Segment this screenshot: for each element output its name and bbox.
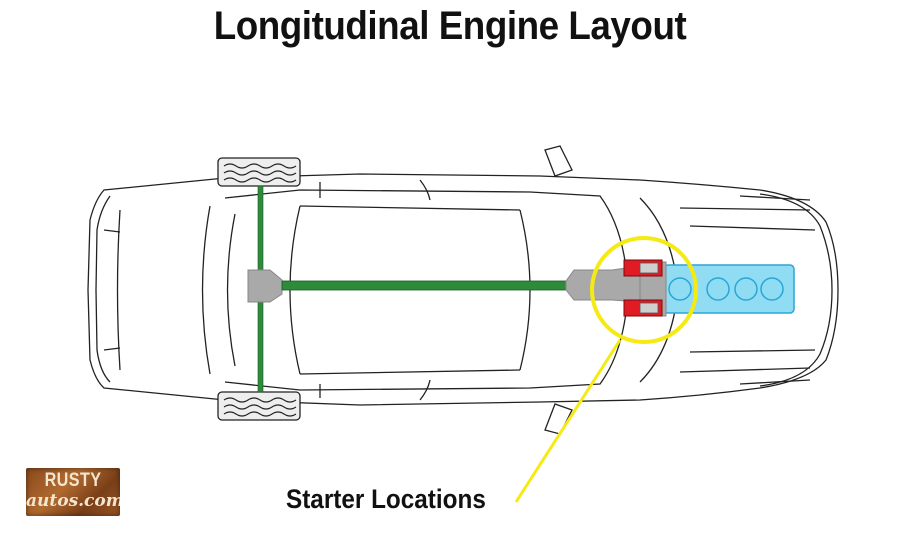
page-title: Longitudinal Engine Layout [213,4,687,48]
rear-left-wheel [217,157,301,187]
engine-block [663,264,795,314]
starter-highlight-circle [590,236,698,344]
engine-cylinder [734,277,758,301]
engine-cylinder [706,277,730,301]
logo-line2: autos.com [26,491,120,511]
starter-locations-label: Starter Locations [286,484,486,514]
starter-top [623,259,663,277]
engine-cylinder [668,277,692,301]
driveshaft [281,280,567,291]
callout-pointer [514,339,622,503]
starter-bottom [623,299,663,317]
engine-cylinder [760,277,784,301]
rear-right-wheel [217,391,301,421]
rusty-autos-logo[interactable]: RUSTY autos.com [26,468,120,516]
logo-line1: RUSTY [44,470,102,491]
differential [247,269,283,303]
